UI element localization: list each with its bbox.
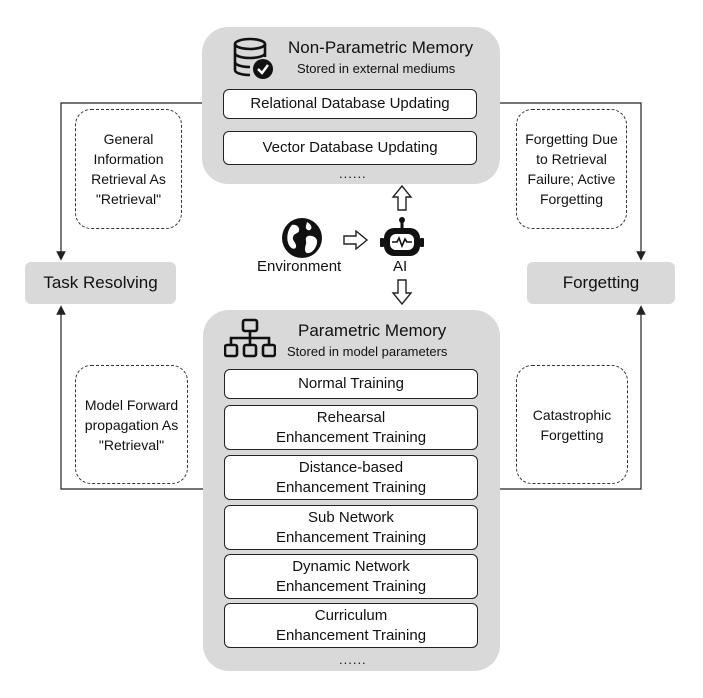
database-check-icon	[233, 37, 273, 79]
parametric-title: Parametric Memory	[298, 321, 447, 340]
p-item-curriculum: Curriculum Enhancement Training	[224, 603, 478, 648]
robot-icon	[380, 217, 424, 256]
up-arrow-icon	[391, 185, 413, 211]
np-to-forgetting-arrow	[500, 102, 646, 261]
forgetting-top-box: Forgetting Due to Retrieval Failure; Act…	[516, 109, 627, 229]
hierarchy-icon	[224, 318, 276, 358]
forgetting-bottom-box: Catastrophic Forgetting	[516, 365, 628, 484]
p-to-task-arrow	[56, 305, 203, 490]
non-parametric-subtitle: Stored in external mediums	[297, 61, 456, 76]
np-more-dots: ......	[339, 166, 367, 181]
retrieval-bottom-box: Model Forward propagation As "Retrieval"	[75, 365, 188, 484]
non-parametric-title: Non-Parametric Memory	[288, 38, 474, 57]
retrieval-top-box: General Information Retrieval As "Retrie…	[75, 109, 182, 229]
environment-label: Environment	[257, 258, 342, 275]
parametric-subtitle: Stored in model parameters	[287, 344, 448, 359]
p-item-dynamic: Dynamic Network Enhancement Training	[224, 554, 478, 599]
ai-label: AI	[393, 258, 408, 275]
np-item-relational: Relational Database Updating	[223, 89, 477, 119]
p-item-distance: Distance-based Enhancement Training	[224, 455, 478, 500]
right-arrow-icon	[343, 230, 369, 250]
task-resolving-box: Task Resolving	[25, 262, 176, 304]
forgetting-box: Forgetting	[527, 262, 675, 304]
np-to-task-arrow	[56, 102, 203, 261]
p-item-rehearsal: Rehearsal Enhancement Training	[224, 405, 478, 450]
down-arrow-icon	[391, 279, 413, 305]
p-item-normal: Normal Training	[224, 369, 478, 399]
globe-icon	[282, 218, 322, 258]
p-more-dots: ......	[339, 652, 367, 667]
p-to-forgetting-arrow	[500, 305, 646, 490]
p-item-subnetwork: Sub Network Enhancement Training	[224, 505, 478, 550]
np-item-vector: Vector Database Updating	[223, 131, 477, 165]
